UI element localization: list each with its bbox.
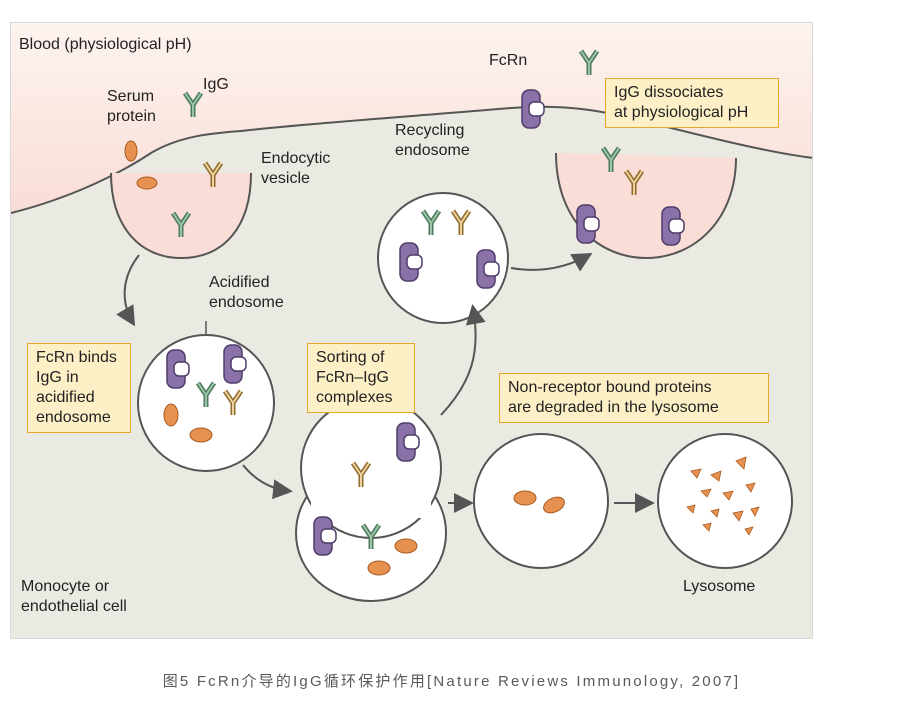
lysosome bbox=[657, 433, 793, 569]
blood-label: Blood (physiological pH) bbox=[19, 36, 192, 53]
endocytic-vesicle-label: Endocytic vesicle bbox=[261, 150, 331, 187]
acidified-endosome-label: Acidified endosome bbox=[209, 274, 284, 311]
cell-label: Monocyte or endothelial cell bbox=[21, 578, 127, 615]
figure-caption: 图5 FcRn介导的IgG循环保护作用[Nature Reviews Immun… bbox=[162, 673, 741, 690]
recycling-endosome bbox=[377, 192, 509, 324]
callout-non-receptor: Non-receptor bound proteins are degraded… bbox=[499, 373, 769, 423]
endocytic-vesicle bbox=[110, 172, 252, 260]
recycling-endosome-label: Recycling endosome bbox=[395, 122, 470, 159]
lysosome-label: Lysosome bbox=[683, 578, 756, 595]
fcrn-label: FcRn bbox=[489, 52, 528, 69]
serum-protein-label: Serum protein bbox=[107, 88, 156, 125]
degradation-endosome bbox=[473, 433, 609, 569]
fcrn-recycling-diagram: Blood (physiological pH) Serum protein I… bbox=[10, 22, 813, 639]
callout-igg-dissociates: IgG dissociates at physiological pH bbox=[605, 78, 779, 128]
callout-fcrn-binds: FcRn binds IgG in acidified endosome bbox=[27, 343, 131, 433]
callout-sorting: Sorting of FcRn–IgG complexes bbox=[307, 343, 415, 413]
degraded-fragments bbox=[686, 456, 760, 536]
igg-label: IgG bbox=[203, 76, 229, 93]
exocytic-pit bbox=[555, 152, 737, 260]
